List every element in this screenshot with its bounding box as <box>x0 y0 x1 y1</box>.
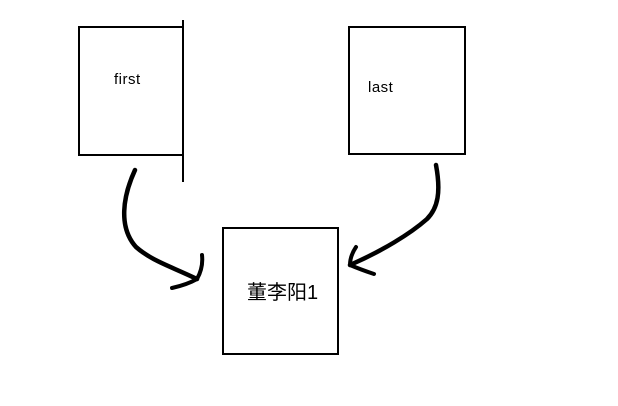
arrow-first-head-lower-barb <box>170 277 199 290</box>
arrow-first-shaft <box>122 167 200 282</box>
arrow-last-head-lower-barb <box>348 263 376 276</box>
arrow-first-to-result <box>122 167 205 290</box>
arrow-last-to-result <box>347 162 441 276</box>
node-label-last: last <box>368 79 394 96</box>
node-box-last <box>348 26 466 155</box>
node-label-result: 董李阳1 <box>247 282 319 304</box>
node-box-result <box>222 227 339 355</box>
arrow-first-head-upper-barb <box>195 253 205 281</box>
arrow-last-shaft <box>347 162 441 268</box>
arrow-last-head-upper-barb <box>348 245 358 267</box>
node-box-first <box>78 26 184 156</box>
node-label-first: first <box>114 71 141 88</box>
overshoot-vertical-line <box>182 20 184 182</box>
